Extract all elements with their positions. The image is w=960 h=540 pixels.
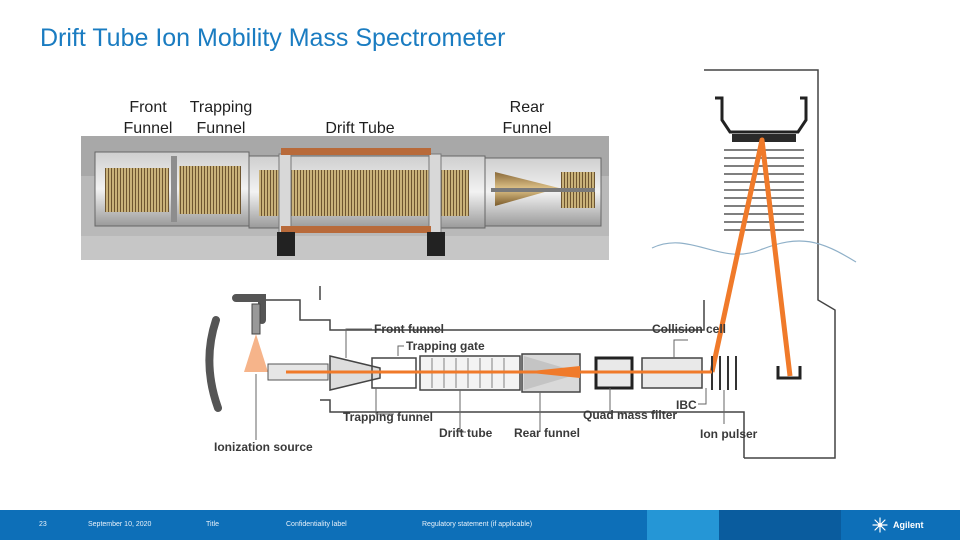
break-line: [651, 240, 857, 263]
label-rear-line2: Funnel: [502, 120, 552, 137]
tof-tower-inner: [715, 96, 808, 134]
label-trapping-line2: Funnel: [196, 120, 246, 137]
label-drift-tube-photo: Drift Tube: [325, 120, 395, 137]
footer-bar: 23 September 10, 2020 Title Confidential…: [0, 510, 960, 540]
ionization-source-body: [205, 294, 266, 412]
label-rear-funnel-photo: Rear Funnel: [492, 97, 562, 139]
leader-collision-cell: [673, 339, 688, 358]
label-collision-cell: Collision cell: [652, 322, 726, 336]
label-ionization-source: Ionization source: [214, 440, 313, 454]
label-rear-funnel: Rear funnel: [514, 426, 580, 440]
footer-title: Title: [206, 521, 219, 528]
ims-schematic: Front funnel Trapping gate Trapping funn…: [205, 69, 857, 459]
spark-icon: [872, 517, 888, 533]
page-number: 23: [39, 521, 47, 528]
label-front-funnel-photo: Front Funnel: [118, 97, 178, 139]
footer-regulatory: Regulatory statement (if applicable): [422, 521, 533, 528]
label-trapping-funnel: Trapping funnel: [343, 410, 433, 424]
label-drift-tube: Drift tube: [439, 426, 493, 440]
tof-tower-outline: [704, 69, 836, 459]
label-ibc: IBC: [676, 398, 697, 412]
label-quad-mass-filter: Quad mass filter: [583, 408, 677, 422]
label-front-line2: Funnel: [123, 120, 173, 137]
instrument-photo: [81, 136, 609, 260]
label-ion-pulser: Ion pulser: [700, 427, 758, 441]
spray-needle: [251, 303, 261, 335]
agilent-logo: Agilent: [872, 517, 924, 533]
leader-drift-tube: [459, 390, 466, 433]
leader-ibc: [698, 388, 707, 405]
detector-bottom: [776, 366, 802, 380]
tof-detector: [732, 134, 796, 142]
label-front-line1: Front: [129, 99, 167, 116]
tof-ion-path: [709, 137, 793, 377]
footer-confidentiality: Confidentiality label: [286, 521, 347, 528]
slide-title: Drift Tube Ion Mobility Mass Spectromete…: [40, 24, 506, 52]
leader-front-funnel: [345, 328, 372, 358]
label-front-funnel: Front funnel: [374, 322, 444, 336]
vacuum-housing: [240, 286, 745, 458]
footer-dark-block: [719, 510, 841, 540]
footer-accent-block: [647, 510, 719, 540]
label-rear-line1: Rear: [509, 99, 545, 116]
ion-cloud-rear: [522, 366, 580, 378]
label-trapping-gate: Trapping gate: [406, 339, 485, 353]
leader-trapping-funnel: [375, 388, 394, 415]
label-trapping-funnel-photo: Trapping Funnel: [183, 97, 259, 139]
footer-date: September 10, 2020: [88, 521, 152, 528]
spray-plume: [244, 334, 268, 372]
label-trapping-line1: Trapping: [189, 99, 253, 116]
leader-trapping-gate: [397, 345, 404, 356]
logo-text: Agilent: [893, 520, 924, 530]
